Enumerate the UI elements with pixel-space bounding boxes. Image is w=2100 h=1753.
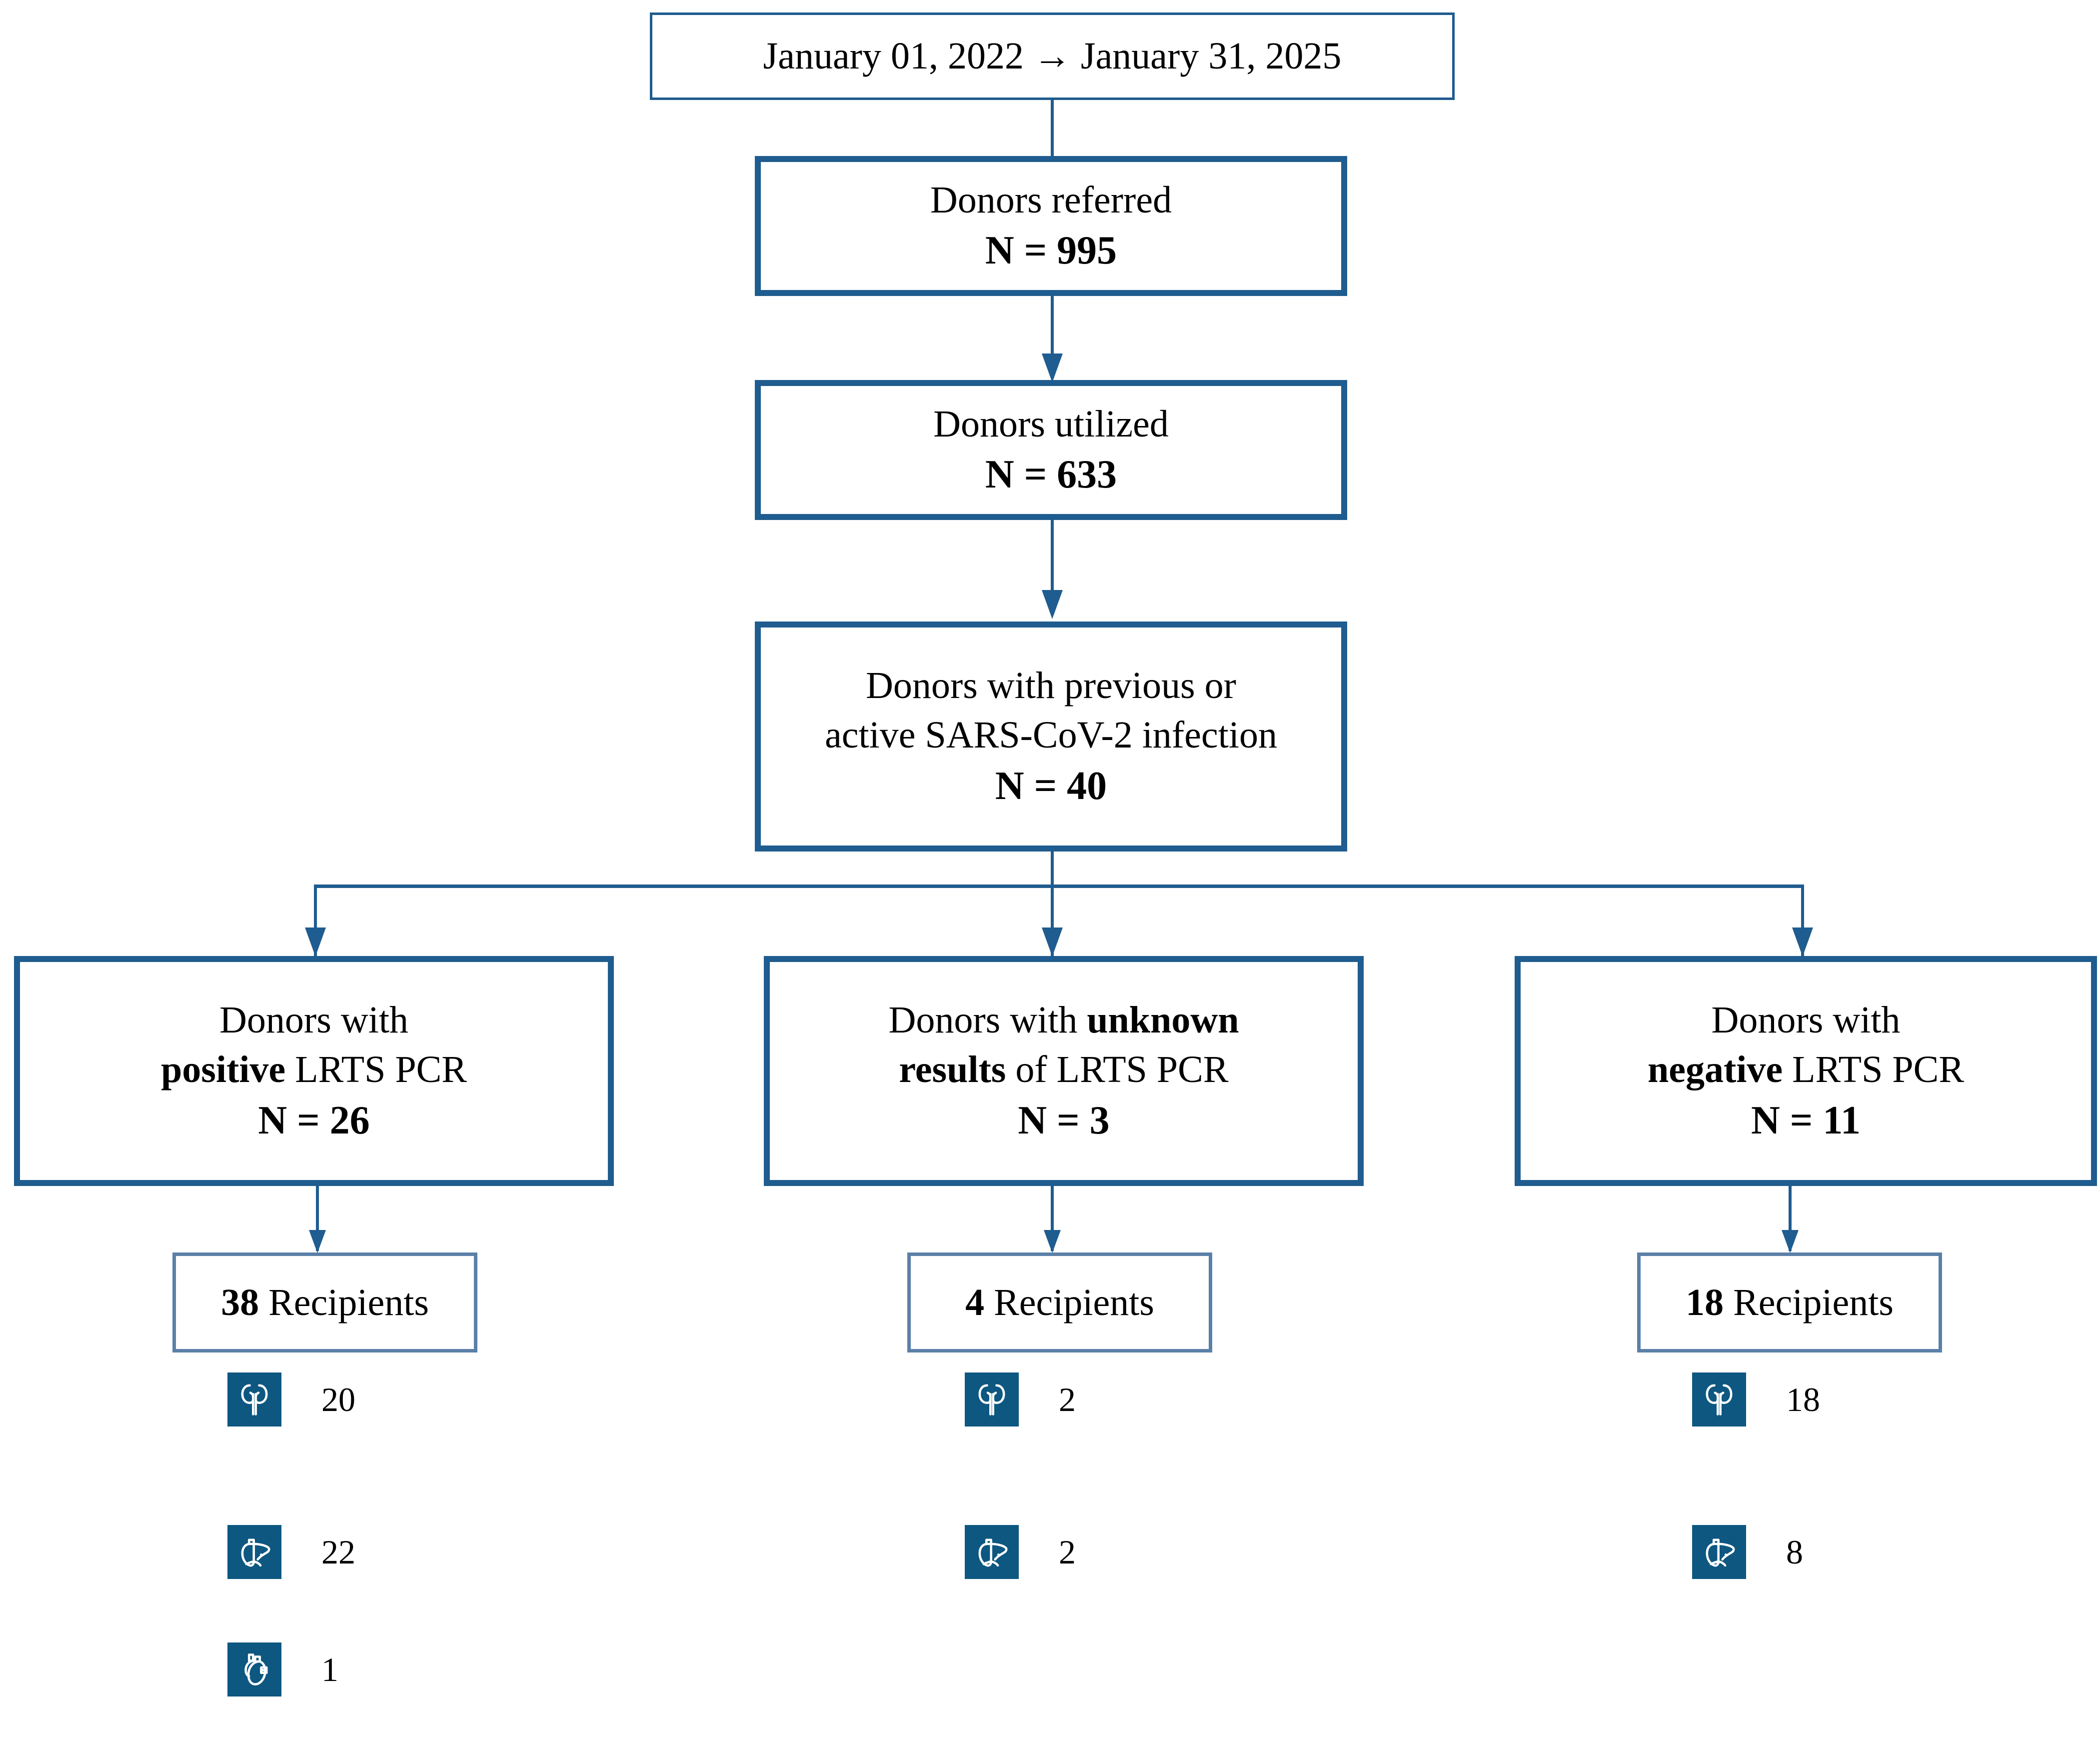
- donors-utilized-label: Donors utilized: [933, 402, 1169, 445]
- study-period-text: January 01, 2022 → January 31, 2025: [763, 35, 1342, 78]
- heart-icon: [227, 1642, 281, 1696]
- donors-sars-n: N = 40: [995, 764, 1107, 808]
- liver-icon: [227, 1525, 281, 1579]
- liver-icon: [965, 1525, 1019, 1579]
- arrow-split-to-negative: [1792, 928, 1813, 956]
- organ-row-unknown-kidney: 2: [965, 1372, 1076, 1426]
- donors-sars-line2: active SARS-CoV-2 infection: [825, 714, 1277, 756]
- donors-utilized-box: Donors utilized N = 633: [755, 380, 1347, 520]
- recipients-box-positive: 38 Recipients: [172, 1252, 477, 1352]
- organ-count-positive-kidney: 20: [321, 1380, 355, 1418]
- arrow-split-to-unknown: [1042, 928, 1063, 956]
- arrow-negative-to-recipients: [1782, 1230, 1799, 1253]
- branch-positive-line2: positive LRTS PCR: [160, 1048, 467, 1090]
- organ-row-negative-liver: 8: [1692, 1525, 1803, 1579]
- organ-count-negative-kidney: 18: [1786, 1380, 1820, 1418]
- branch-box-positive: Donors with positive LRTS PCR N = 26: [14, 956, 614, 1186]
- connector-negative-to-recipients: [1789, 1186, 1792, 1251]
- organ-count-negative-liver: 8: [1786, 1533, 1803, 1571]
- organ-row-positive-kidney: 20: [227, 1372, 355, 1426]
- connector-split-leg-middle: [1051, 884, 1054, 957]
- branch-unknown-line2: results of LRTS PCR: [899, 1048, 1229, 1090]
- recipients-positive-text: 38 Recipients: [221, 1281, 429, 1324]
- arrow-split-to-positive: [305, 928, 326, 956]
- organ-count-positive-heart: 1: [321, 1650, 338, 1688]
- donors-sars-line1: Donors with previous or: [866, 664, 1236, 707]
- organ-count-unknown-kidney: 2: [1059, 1380, 1076, 1418]
- kidney-icon: [227, 1372, 281, 1426]
- branch-box-unknown: Donors with unknown results of LRTS PCR …: [764, 956, 1364, 1186]
- donors-utilized-n: N = 633: [985, 452, 1117, 497]
- kidney-icon: [1692, 1372, 1746, 1426]
- connector-positive-to-recipients: [316, 1186, 319, 1251]
- connector-unknown-to-recipients: [1051, 1186, 1054, 1251]
- connector-referred-to-utilized: [1051, 296, 1054, 362]
- branch-negative-line1: Donors with: [1711, 999, 1901, 1042]
- donors-sars-box: Donors with previous or active SARS-CoV-…: [755, 622, 1347, 852]
- recipients-negative-text: 18 Recipients: [1686, 1281, 1894, 1324]
- recipients-box-unknown: 4 Recipients: [907, 1252, 1212, 1352]
- branch-positive-n: N = 26: [258, 1098, 370, 1142]
- connector-split-bus: [315, 884, 1804, 888]
- recipients-unknown-text: 4 Recipients: [965, 1281, 1154, 1324]
- kidney-icon: [965, 1372, 1019, 1426]
- connector-split-leg-left: [314, 884, 317, 957]
- connector-sars-stem: [1051, 852, 1054, 886]
- study-period-box: January 01, 2022 → January 31, 2025: [650, 12, 1455, 100]
- connector-utilized-to-sars: [1051, 520, 1054, 615]
- branch-box-negative: Donors with negative LRTS PCR N = 11: [1515, 956, 2097, 1186]
- organ-row-positive-liver: 22: [227, 1525, 355, 1579]
- branch-negative-n: N = 11: [1751, 1098, 1861, 1142]
- donors-referred-n: N = 995: [985, 228, 1117, 273]
- organ-row-negative-kidney: 18: [1692, 1372, 1820, 1426]
- arrow-utilized-to-sars: [1042, 590, 1063, 619]
- arrow-referred-to-utilized: [1042, 354, 1063, 382]
- donors-referred-label: Donors referred: [930, 178, 1172, 221]
- branch-negative-line2: negative LRTS PCR: [1647, 1048, 1965, 1090]
- arrow-positive-to-recipients: [309, 1230, 326, 1253]
- liver-icon: [1692, 1525, 1746, 1579]
- organ-count-positive-liver: 22: [321, 1533, 355, 1571]
- organ-row-positive-heart: 1: [227, 1642, 338, 1696]
- connector-title-to-referred: [1051, 100, 1054, 156]
- branch-positive-line1: Donors with: [219, 999, 408, 1042]
- organ-row-unknown-liver: 2: [965, 1525, 1076, 1579]
- branch-unknown-n: N = 3: [1018, 1098, 1110, 1142]
- branch-unknown-line1: Donors with unknown: [888, 999, 1239, 1042]
- recipients-box-negative: 18 Recipients: [1637, 1252, 1942, 1352]
- arrow-unknown-to-recipients: [1044, 1230, 1061, 1253]
- organ-count-unknown-liver: 2: [1059, 1533, 1076, 1571]
- donors-referred-box: Donors referred N = 995: [755, 156, 1347, 296]
- connector-split-leg-right: [1801, 884, 1804, 957]
